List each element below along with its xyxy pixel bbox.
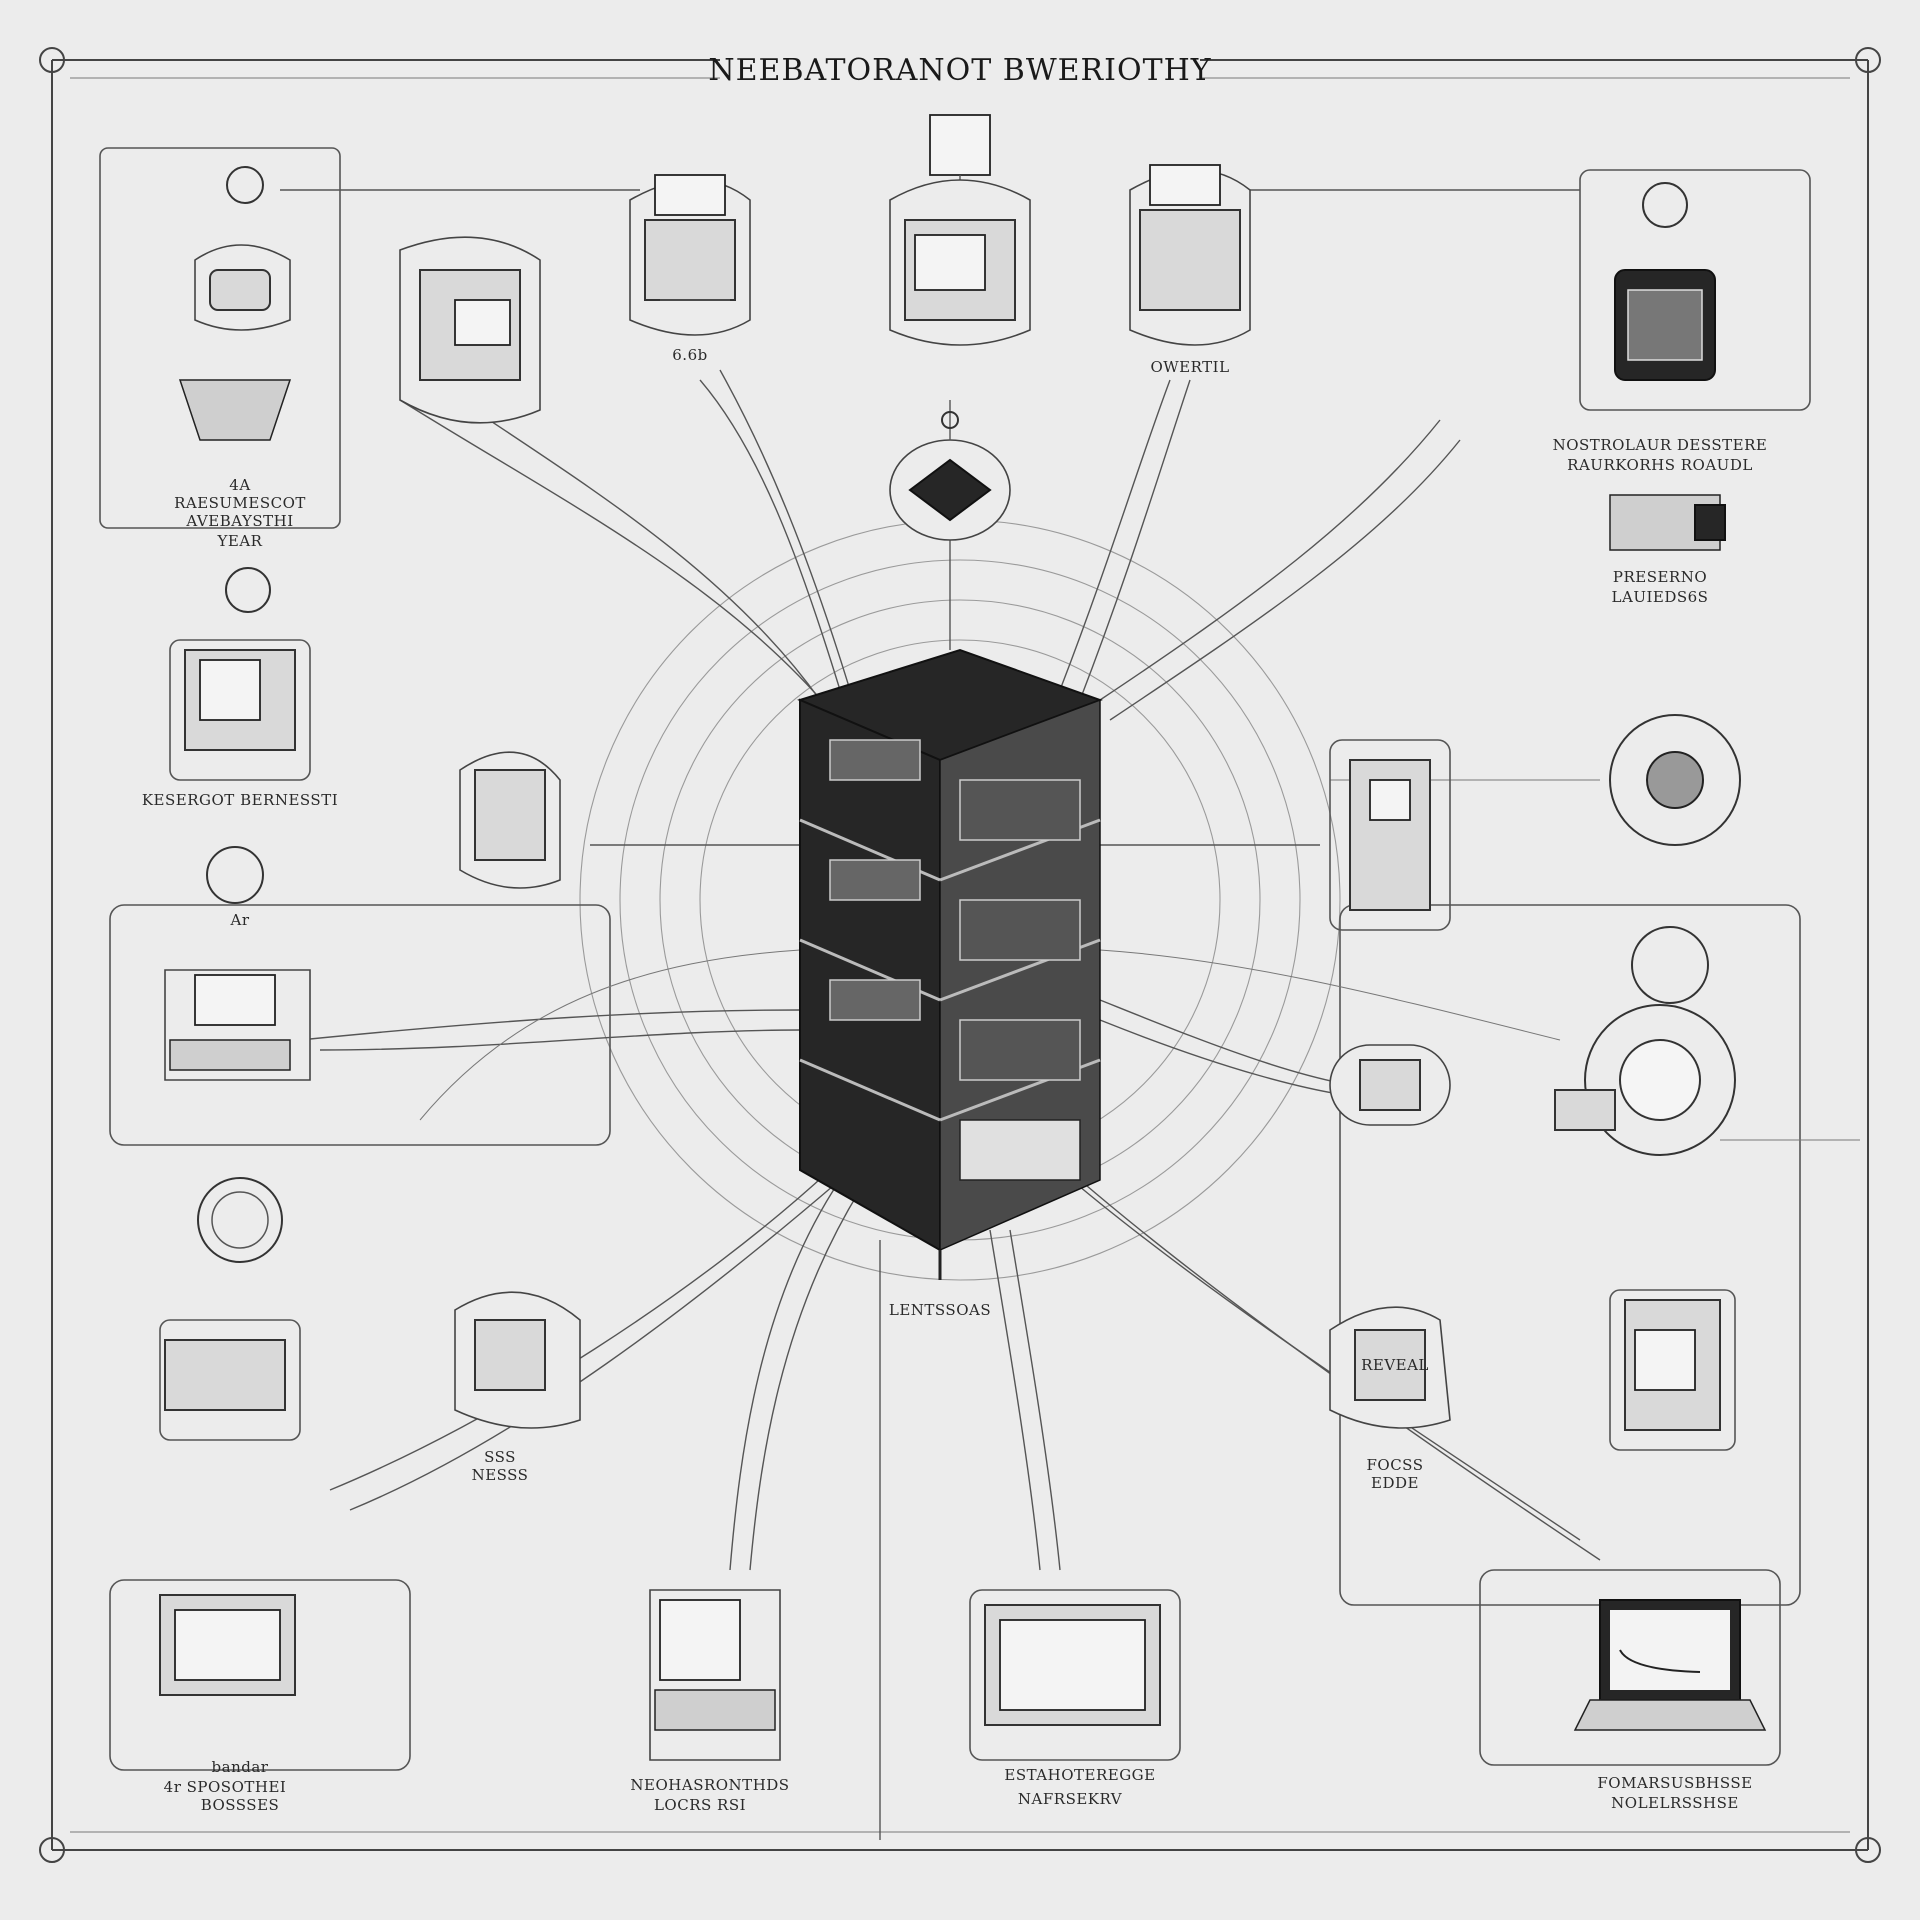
label: Ar xyxy=(229,911,249,929)
monitor-icon xyxy=(164,969,311,1081)
printer-icon xyxy=(629,174,751,336)
printer-icon xyxy=(649,1589,781,1761)
camera-icon xyxy=(1329,1044,1451,1126)
label: 4A xyxy=(229,476,250,494)
desktop-computer-icon xyxy=(1609,1289,1736,1451)
label: RAESUMESCOT xyxy=(174,494,306,512)
label: YEAR xyxy=(217,532,263,550)
label: BOSSSES xyxy=(201,1796,280,1814)
label: NEOHASRONTHDS xyxy=(630,1776,789,1794)
connection-boxes xyxy=(99,147,1811,1606)
label: LOCRS RSI xyxy=(654,1796,746,1814)
label: ESTAHOTEREGGE xyxy=(1004,1766,1155,1784)
label: 4r SPOSOTHEI xyxy=(164,1778,287,1796)
label: LAUIEDS6S xyxy=(1612,588,1709,606)
label: EDDE xyxy=(1371,1474,1419,1492)
speaker-icon xyxy=(1554,1004,1736,1156)
monitor-icon xyxy=(109,1579,411,1771)
printer-icon xyxy=(454,1291,581,1429)
label: LENTSSOAS xyxy=(889,1301,991,1319)
label: SSS xyxy=(484,1448,516,1466)
label: FOMARSUSBHSSE xyxy=(1597,1774,1752,1792)
label: OWERTIL xyxy=(1150,358,1229,376)
clock-icon xyxy=(206,846,264,904)
label: NESSS xyxy=(472,1466,529,1484)
storage-drive-icon xyxy=(1329,1306,1451,1429)
label: RAURKORHS ROAUDL xyxy=(1567,456,1753,474)
speaker-icon xyxy=(1609,714,1741,846)
label: FOCSS xyxy=(1367,1456,1424,1474)
printer-icon xyxy=(1129,164,1251,346)
monitor-icon xyxy=(969,1589,1181,1761)
speaker-icon xyxy=(1614,182,1716,381)
label: REVEAL xyxy=(1361,1356,1429,1374)
label: PRESERNO xyxy=(1613,568,1707,586)
router-icon xyxy=(889,400,1011,541)
desktop-computer-icon xyxy=(889,179,1031,346)
laptop-icon xyxy=(169,639,311,781)
storage-drive-icon xyxy=(159,1319,301,1441)
diagram-title: NEEBATORANOT BWERIOTHY xyxy=(708,53,1211,88)
label: AVEBAYSTHI xyxy=(185,512,293,530)
clock-icon xyxy=(225,567,271,613)
label: bandar xyxy=(212,1758,269,1776)
clock-icon xyxy=(197,1177,283,1263)
label: 6.6b xyxy=(672,346,707,364)
storage-drive-icon xyxy=(1329,739,1451,931)
label: NOLELRSSHSE xyxy=(1611,1794,1739,1812)
storage-drive-icon xyxy=(459,751,561,889)
camera-icon xyxy=(178,166,292,441)
clock-icon xyxy=(1631,926,1709,1004)
label: NOSTROLAUR DESSTERE xyxy=(1553,436,1768,454)
laptop-icon xyxy=(1479,1569,1781,1766)
label: NAFRSEKRV xyxy=(1018,1790,1123,1808)
storage-drive-icon xyxy=(1609,494,1726,551)
storage-drive-icon xyxy=(399,236,541,424)
central-server-icon xyxy=(797,648,1103,1280)
label: KESERGOT BERNESSTI xyxy=(142,791,338,809)
